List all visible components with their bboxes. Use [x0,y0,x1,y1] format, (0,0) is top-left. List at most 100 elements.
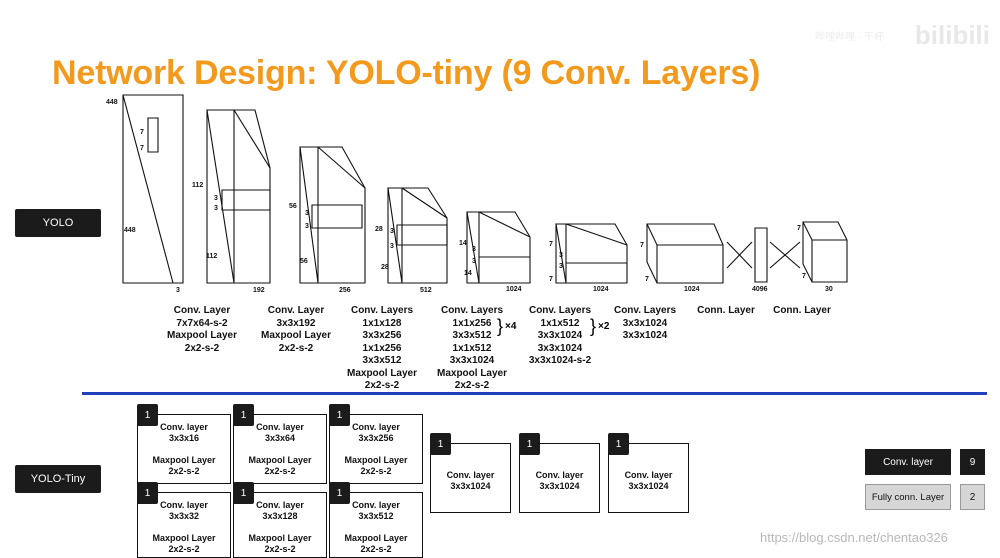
tiny-block-pool-size: 2x2-s-2 [360,466,392,476]
block2-body [299,146,366,284]
input-plane [122,94,184,284]
block6-dim-c: 1024 [684,286,700,293]
block1-dim-c: 192 [253,287,265,294]
tiny-block-pool: Maxpool Layer [248,533,312,543]
tiny-block-pool: Maxpool Layer [152,455,216,465]
tiny-block-pool-size: 2x2-s-2 [264,544,296,554]
tiny-block-count: 1 [519,433,540,455]
tiny-block-pool-size: 2x2-s-2 [360,544,392,554]
tiny-block-size: 3x3x1024 [628,481,669,491]
tiny-block-pool: Maxpool Layer [248,455,312,465]
block3-kernel-w: 3 [390,243,394,250]
block6-dim-w: 7 [645,276,649,283]
tiny-block-size: 3x3x128 [262,511,298,521]
tiny-block-size: 3x3x1024 [450,481,491,491]
block1-dim-w: 112 [206,253,217,260]
tiny-block-3: 1 Conv. layer 3x3x64 Maxpool Layer 2x2-s… [233,404,327,484]
block3-dim-w: 28 [381,264,389,271]
tiny-block-pool: Maxpool Layer [152,533,216,543]
block2-dim-h: 56 [289,203,297,210]
tiny-block-conv: Conv. layer [352,422,400,432]
tiny-block-conv: Conv. layer [256,422,304,432]
block3-dim-h: 28 [375,226,383,233]
input-kernel-h: 7 [140,129,144,136]
tiny-block-conv: Conv. layer [256,500,304,510]
tiny-block-pool-size: 2x2-s-2 [264,466,296,476]
legend-conv-count: 9 [960,449,985,475]
tiny-block-conv: Conv. layer [535,470,584,480]
input-kernel-w: 7 [140,145,144,152]
block4-kernel-h: 3 [472,246,476,253]
tiny-block-pool: Maxpool Layer [344,455,408,465]
block5-body [555,223,628,284]
watermark-subtext: 哔哩哔哩 · 干杯 [815,32,884,43]
block5-dim-c: 1024 [593,286,609,293]
block6-body [646,223,724,284]
fc1-dim: 4096 [752,286,768,293]
block2-dim-w: 56 [300,258,308,265]
input-kernel [147,117,159,153]
tiny-block-count: 1 [329,482,350,504]
tiny-block-1: 1 Conv. layer 3x3x16 Maxpool Layer 2x2-s… [137,404,231,484]
tiny-block-count: 1 [608,433,629,455]
tiny-block-pool-size: 2x2-s-2 [168,466,200,476]
block2-kernel-w: 3 [305,223,309,230]
input-dim-h: 448 [106,99,118,106]
out-dim-c: 30 [825,286,833,293]
tiny-block-size: 3x3x512 [358,511,394,521]
section-divider [82,392,987,395]
output-cube [802,221,848,283]
tiny-block-size: 3x3x32 [168,511,200,521]
tiny-block-count: 1 [137,482,158,504]
tiny-block-count: 1 [233,482,254,504]
legend-conv-layer: Conv. layer [865,449,951,475]
yolo-label: YOLO [15,209,101,237]
block1-kernel-w: 3 [214,205,218,212]
block4-dim-w: 14 [464,270,472,277]
yolo-architecture-diagram: 448 448 3 7 7 112 112 192 3 3 56 56 256 … [106,94,848,294]
block2-dim-c: 256 [339,287,351,294]
tiny-block-7: 1 Conv. layer 3x3x1024 [430,433,511,513]
caption-fc2: Conn. Layer [773,305,831,316]
legend-fc-count: 2 [960,484,985,510]
block3-kernel-h: 3 [390,228,394,235]
tiny-block-conv: Conv. layer [160,422,208,432]
tiny-block-count: 1 [233,404,254,426]
block4-dim-h: 14 [459,240,467,247]
legend-fc-layer: Fully conn. Layer [865,484,951,510]
tiny-block-size: 3x3x256 [358,433,394,443]
tiny-block-9: 1 Conv. layer 3x3x1024 [608,433,689,513]
block5-dim-w: 7 [549,276,553,283]
tiny-block-conv: Conv. layer [352,500,400,510]
out-dim-h: 7 [797,225,801,232]
tiny-block-count: 1 [430,433,451,455]
block1-kernel [221,189,271,211]
block5-dim-h: 7 [549,241,553,248]
input-dim-w: 448 [124,227,136,234]
tiny-block-count: 1 [137,404,158,426]
bilibili-watermark: bilibili [914,20,990,50]
tiny-block-conv: Conv. layer [446,470,495,480]
block4-body [466,211,531,284]
tiny-block-6: 1 Conv. layer 3x3x512 Maxpool Layer 2x2-… [329,482,423,558]
block4-kernel-w: 3 [472,258,476,265]
tiny-block-pool-size: 2x2-s-2 [168,544,200,554]
tiny-block-5: 1 Conv. layer 3x3x256 Maxpool Layer 2x2-… [329,404,423,484]
block1-kernel-h: 3 [214,195,218,202]
tiny-block-size: 3x3x64 [264,433,296,443]
tiny-block-2: 1 Conv. layer 3x3x32 Maxpool Layer 2x2-s… [137,482,231,558]
repeat-x4: ×4 [505,321,517,332]
block3-kernel [396,224,448,246]
tiny-block-size: 3x3x16 [168,433,200,443]
brace-x2: } [590,316,597,336]
input-dim-c: 3 [176,287,180,294]
block2-kernel [311,204,363,229]
slide-title: Network Design: YOLO-tiny (9 Conv. Layer… [52,54,761,92]
tiny-block-size: 3x3x1024 [539,481,580,491]
block2-kernel-h: 3 [305,210,309,217]
brace-x4: } [497,316,504,336]
